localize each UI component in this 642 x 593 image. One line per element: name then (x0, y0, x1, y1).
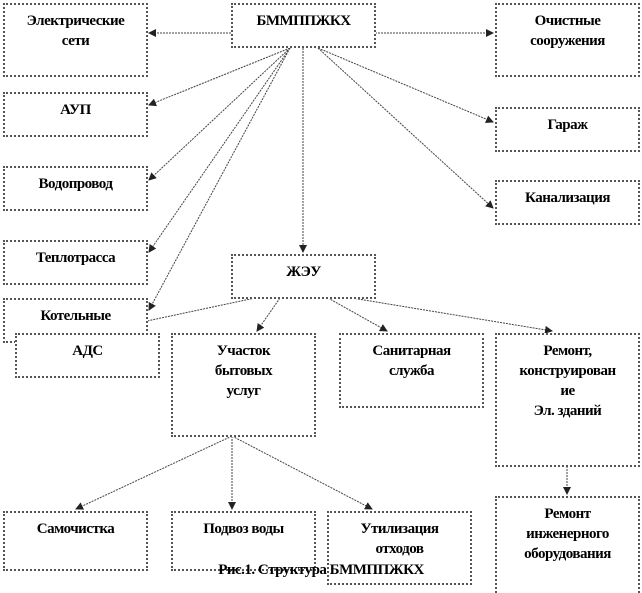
node-label: Утилизация отходов (360, 521, 439, 557)
node-label: Очистные сооружения (530, 13, 605, 49)
node-household: Участок бытовых услуг (171, 333, 316, 437)
node-label: Гараж (547, 117, 588, 133)
node-ads: АДС (15, 333, 160, 378)
figure-caption: Рис.1. Структура БММППЖКХ (218, 562, 424, 578)
node-label: Ремонт, конструирован ие Эл. зданий (519, 343, 616, 419)
node-label: ЖЭУ (286, 264, 321, 280)
node-label: Котельные (40, 308, 111, 324)
node-label: Теплотрасса (35, 250, 116, 266)
node-heat: Теплотрасса (3, 240, 148, 285)
node-root: БММППЖКХ (231, 3, 376, 48)
edge-household-self (75, 435, 233, 510)
node-water: Водопровод (3, 166, 148, 211)
node-label: Санитарная служба (372, 343, 451, 379)
edge-root-boiler (148, 47, 291, 311)
edge-root-garage (317, 47, 494, 123)
node-repair-design: Ремонт, конструирован ие Эл. зданий (495, 333, 640, 467)
node-waste: Утилизация отходов (327, 511, 472, 585)
edge-zheu-repair (351, 297, 553, 334)
node-repair-eng: Ремонт инженерного оборудования (495, 496, 640, 593)
node-label: Водопровод (38, 176, 113, 192)
node-self-cleaning: Самочистка (3, 511, 148, 571)
node-water-delivery: Подвоз воды (171, 511, 316, 571)
edge-root-aup (148, 47, 291, 107)
node-zheu: ЖЭУ (231, 254, 376, 299)
node-garage: Гараж (495, 107, 640, 152)
edge-root-sewer (317, 47, 494, 209)
node-label: АДС (72, 343, 103, 359)
edge-household-waste (231, 435, 373, 510)
node-label: Электрические сети (26, 13, 125, 49)
node-electric: Электрические сети (3, 3, 148, 77)
node-label: БММППЖКХ (256, 13, 351, 29)
edge-zheu-sanitary (327, 297, 388, 332)
node-treatment: Очистные сооружения (495, 3, 640, 77)
edge-root-heat (148, 47, 291, 253)
edge-zheu-household (256, 297, 281, 332)
node-label: Ремонт инженерного оборудования (524, 506, 611, 562)
node-aup: АУП (3, 92, 148, 137)
node-label: Подвоз воды (203, 521, 284, 537)
node-label: АУП (60, 102, 91, 118)
node-sewer: Канализация (495, 180, 640, 225)
node-label: Участок бытовых услуг (214, 343, 273, 399)
node-label: Самочистка (36, 521, 115, 537)
node-sanitary: Санитарная служба (339, 333, 484, 408)
node-label: Канализация (525, 190, 610, 206)
edge-root-water (148, 47, 291, 181)
